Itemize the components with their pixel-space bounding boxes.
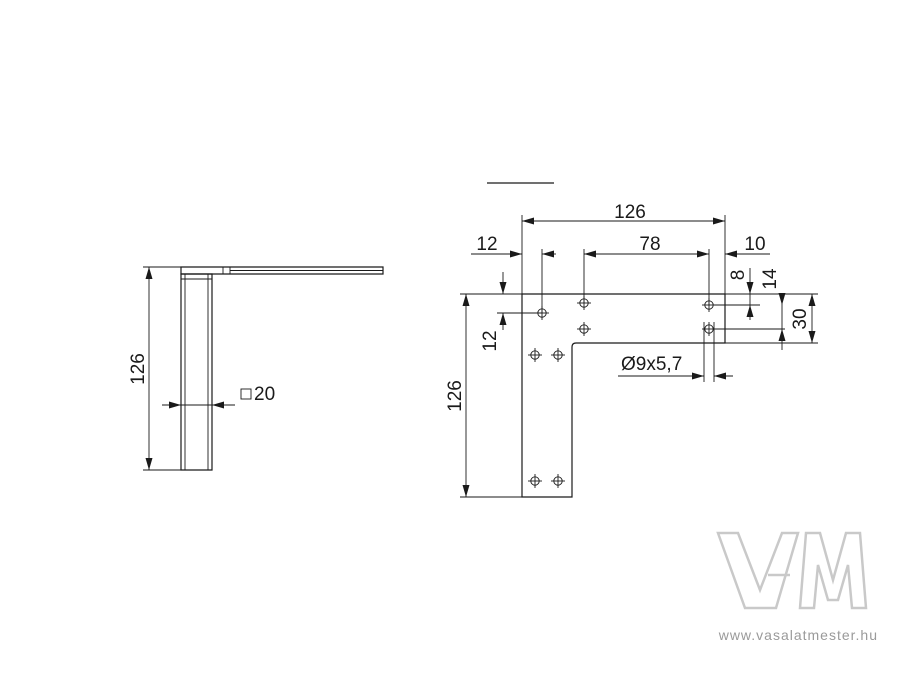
side-section-label: 20 (254, 384, 275, 405)
hole-icon (550, 473, 566, 489)
front-offset-right-label: 10 (744, 234, 765, 255)
front-vertical-offset-label: 12 (480, 330, 501, 351)
vm-logo-icon (716, 531, 868, 610)
side-view: 126 20 (128, 266, 384, 471)
front-l-plate (521, 293, 726, 498)
hole-icon (576, 321, 592, 337)
watermark: www.vasalatmester.hu (716, 531, 878, 643)
side-top-plate (180, 266, 384, 275)
hole-icon (527, 347, 543, 363)
hole-icon (550, 347, 566, 363)
front-offset-left-label: 12 (476, 234, 497, 255)
front-top-offset-label: 8 (728, 270, 749, 281)
side-height-label: 126 (128, 353, 149, 385)
front-hole-row-label: 14 (760, 268, 781, 290)
square-section-icon (240, 388, 252, 400)
front-hole-label: Ø9x5,7 (621, 354, 682, 375)
front-arm-height-label: 30 (790, 308, 811, 329)
front-height-label: 126 (445, 380, 466, 412)
front-width-label: 126 (614, 202, 646, 223)
side-leg (180, 273, 213, 471)
front-hole-spacing-label: 78 (639, 234, 660, 255)
front-view: 126 12 78 10 8 14 30 (445, 182, 818, 498)
hole-icon (527, 473, 543, 489)
watermark-url: www.vasalatmester.hu (718, 627, 878, 643)
